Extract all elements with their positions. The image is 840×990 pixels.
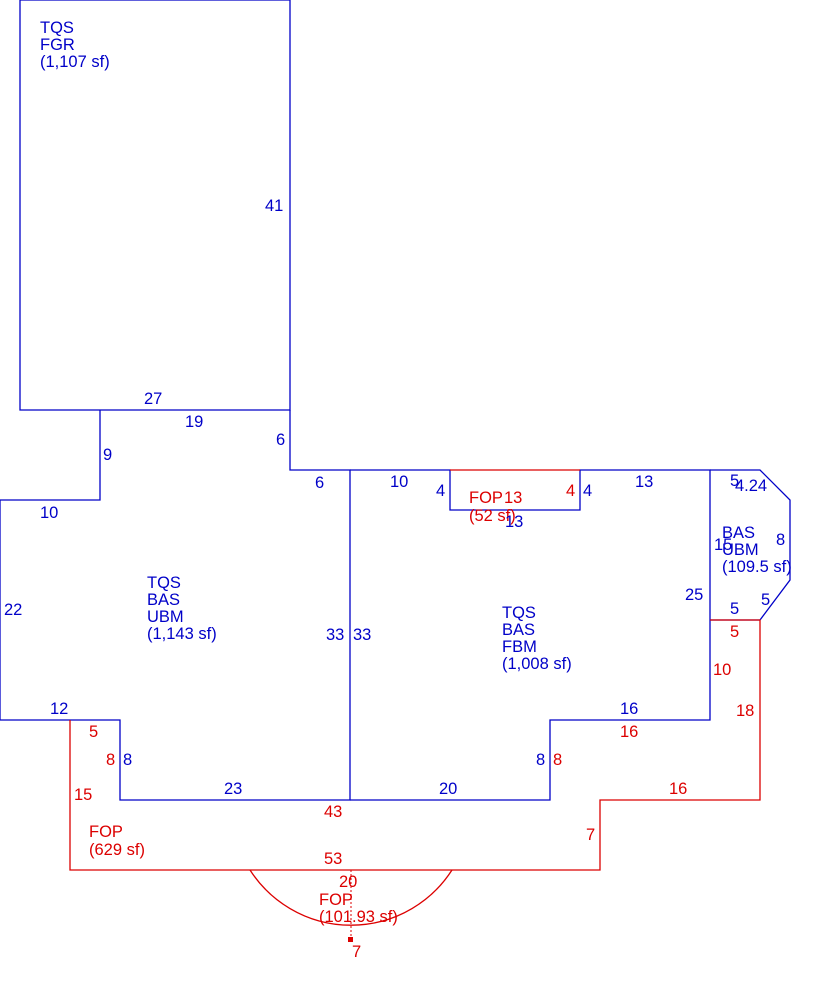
dim-label: 8 xyxy=(553,751,562,769)
dim-label: 15 xyxy=(714,536,732,554)
garage-label-3: (1,107 sf) xyxy=(40,53,110,71)
dim-label: 10 xyxy=(40,504,58,522)
dim-label: 8 xyxy=(106,751,115,769)
east-label-3: (109.5 sf) xyxy=(722,558,792,576)
dim-label: 33 xyxy=(326,626,344,644)
dim-label: 15 xyxy=(74,786,92,804)
dim-label: 10 xyxy=(390,473,408,491)
dim-label: 20 xyxy=(339,873,357,891)
main-porch-label-1: FOP xyxy=(89,823,123,841)
dim-label: 4 xyxy=(583,482,592,500)
arc-depth-marker xyxy=(348,937,353,942)
dim-label: 12 xyxy=(50,700,68,718)
area-labels: TQS FGR (1,107 sf) TQS BAS UBM (1,143 sf… xyxy=(40,19,792,926)
center-label-4: (1,008 sf) xyxy=(502,655,572,673)
dim-label: 19 xyxy=(185,413,203,431)
dim-label: 4.24 xyxy=(735,477,767,495)
small-porch-label-2: (52 sf) xyxy=(469,507,516,525)
dim-label: 53 xyxy=(324,850,342,868)
dim-label: 8 xyxy=(536,751,545,769)
dim-label: 5 xyxy=(730,600,739,618)
garage-label-2: FGR xyxy=(40,36,75,54)
dim-label: 20 xyxy=(439,780,457,798)
dim-label: 5 xyxy=(89,723,98,741)
building-outline xyxy=(0,0,791,801)
dim-label: 43 xyxy=(324,803,342,821)
dim-label: 33 xyxy=(353,626,371,644)
dim-label: 13 xyxy=(505,513,523,531)
center-living-outline xyxy=(350,469,711,801)
dim-label: 18 xyxy=(736,702,754,720)
dim-label: 27 xyxy=(144,390,162,408)
main-porch-outline xyxy=(69,619,761,871)
west-living-outline xyxy=(0,410,351,801)
dim-label: 6 xyxy=(276,431,285,449)
garage-label-1: TQS xyxy=(40,19,74,37)
dim-label: 9 xyxy=(103,446,112,464)
west-label-3: UBM xyxy=(147,608,184,626)
dim-label: 7 xyxy=(352,943,361,961)
west-label-4: (1,143 sf) xyxy=(147,625,217,643)
dim-label: 16 xyxy=(620,700,638,718)
arc-porch-label-1: FOP xyxy=(319,891,353,909)
east-label-2: UBM xyxy=(722,541,759,559)
dim-label: 6 xyxy=(315,474,324,492)
small-porch-label-1: FOP xyxy=(469,489,503,507)
dim-label: 5 xyxy=(730,472,739,490)
dim-label: 4 xyxy=(436,482,445,500)
west-label-2: BAS xyxy=(147,591,180,609)
center-label-1: TQS xyxy=(502,604,536,622)
dim-label: 5 xyxy=(761,591,770,609)
dim-label: 13 xyxy=(504,489,522,507)
dim-label: 8 xyxy=(776,531,785,549)
dim-label: 8 xyxy=(123,751,132,769)
west-label-1: TQS xyxy=(147,574,181,592)
arc-porch-label-2: (101.93 sf) xyxy=(319,908,398,926)
porch-outlines xyxy=(69,469,761,942)
dim-label: 7 xyxy=(586,826,595,844)
east-label-1: BAS xyxy=(722,524,755,542)
center-label-2: BAS xyxy=(502,621,535,639)
dim-label: 23 xyxy=(224,780,242,798)
dim-label: 16 xyxy=(620,723,638,741)
dim-label: 10 xyxy=(713,661,731,679)
dim-label: 22 xyxy=(4,601,22,619)
main-porch-label-2: (629 sf) xyxy=(89,841,145,859)
dim-label: 5 xyxy=(730,623,739,641)
dim-label: 41 xyxy=(265,197,283,215)
dim-label: 13 xyxy=(635,473,653,491)
red-dimensions: 13 4 5 8 15 43 53 8 16 10 5 18 16 7 20 7 xyxy=(74,482,754,961)
blue-dimensions: 41 27 19 6 9 10 22 12 8 23 6 33 33 10 4 … xyxy=(4,197,785,798)
dim-label: 25 xyxy=(685,586,703,604)
center-label-3: FBM xyxy=(502,638,537,656)
dim-label: 4 xyxy=(566,482,575,500)
dim-label: 16 xyxy=(669,780,687,798)
arc-porch-outline xyxy=(249,869,453,926)
